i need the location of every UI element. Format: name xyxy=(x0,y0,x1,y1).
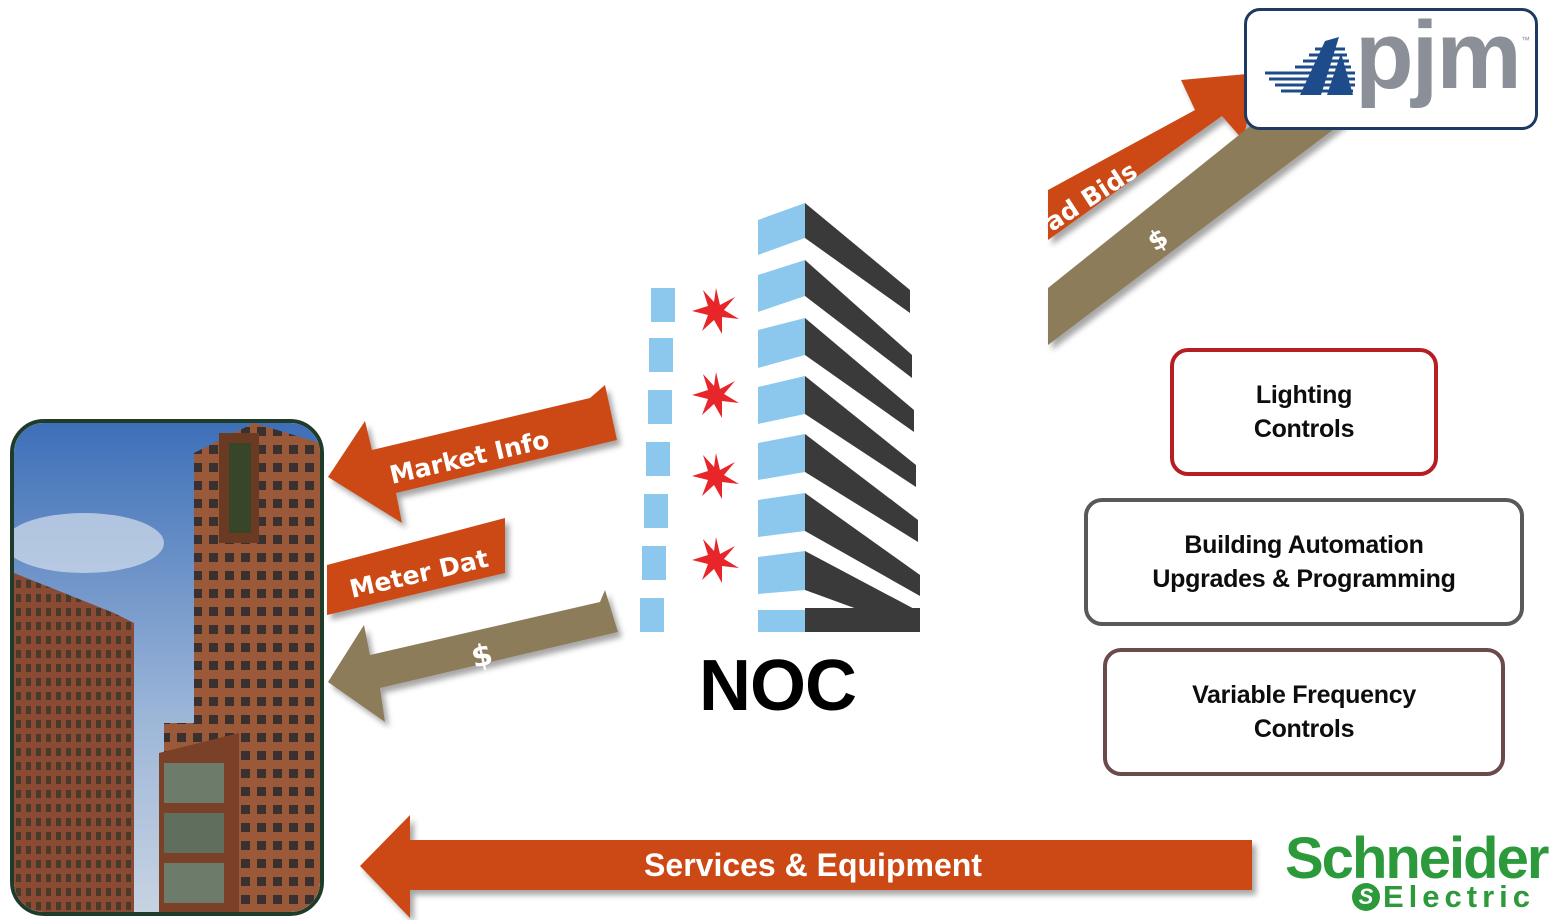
schneider-wordmark: Schneider xyxy=(1285,826,1549,891)
red-star-icon-4 xyxy=(692,537,739,583)
red-star-icon-2 xyxy=(692,372,739,418)
variable-frequency-line2: Controls xyxy=(1253,715,1355,743)
building-automation-line2: Upgrades & Programming xyxy=(1152,565,1456,593)
market-info-arrow xyxy=(328,385,617,523)
variable-frequency-box: Variable Frequency Controls xyxy=(1103,648,1505,776)
building-photo xyxy=(10,419,324,916)
money-right-arrow xyxy=(1048,108,1362,345)
services-label: Services & Equipment xyxy=(644,847,982,883)
pjm-tower-icon xyxy=(1265,37,1355,95)
red-star-icon-1 xyxy=(692,288,739,334)
building-automation-line1: Building Automation xyxy=(1184,531,1424,559)
pjm-logo: pjm ™ xyxy=(1244,8,1538,130)
electric-wordmark: Electric xyxy=(1383,879,1536,914)
load-bids-arrow xyxy=(1048,73,1258,240)
money-left-arrow xyxy=(328,590,618,722)
services-arrow xyxy=(360,815,1252,918)
red-star-icon-3 xyxy=(692,453,739,499)
pjm-wordmark: pjm xyxy=(1355,8,1522,109)
variable-frequency-line1: Variable Frequency xyxy=(1192,681,1416,709)
lighting-controls-line1: Lighting xyxy=(1255,381,1353,409)
lighting-controls-line2: Controls xyxy=(1253,415,1355,443)
lighting-controls-box: Lighting Controls xyxy=(1170,348,1438,476)
schneider-logo-icon: S xyxy=(1352,883,1380,911)
building-automation-box: Building Automation Upgrades & Programmi… xyxy=(1084,498,1524,626)
noc-label: NOC xyxy=(699,646,857,726)
meter-data-arrow xyxy=(327,518,505,615)
noc-building-icon xyxy=(640,203,920,632)
building-photo-image xyxy=(14,423,320,912)
pjm-trademark: ™ xyxy=(1521,35,1530,45)
